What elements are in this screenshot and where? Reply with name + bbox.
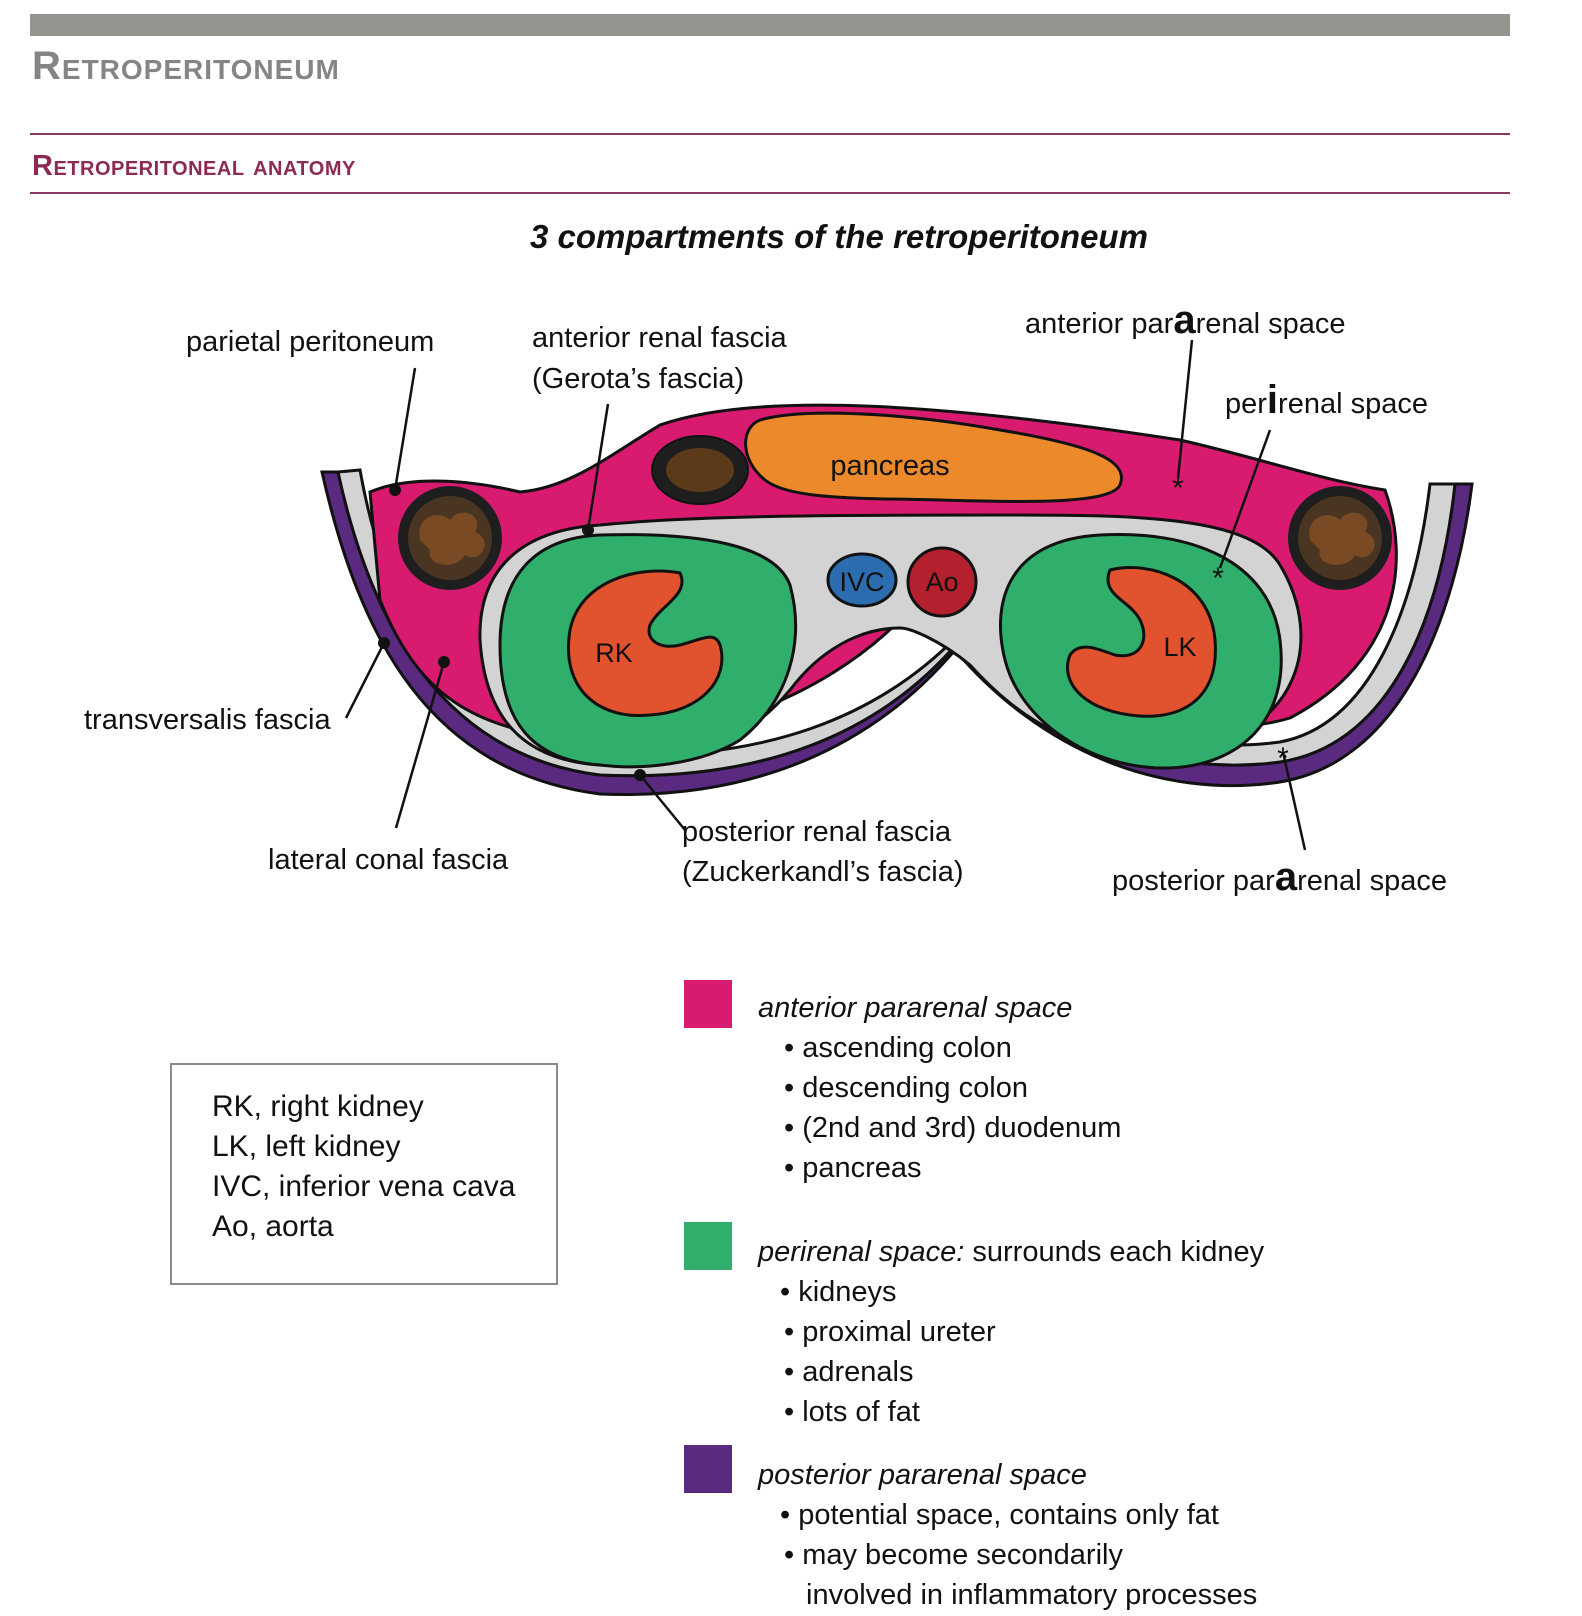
label-posterior-renal-fascia: posterior renal fascia bbox=[682, 816, 952, 848]
pancreas-label: pancreas bbox=[830, 450, 949, 482]
diagram-title: 3 compartments of the retroperitoneum bbox=[530, 218, 1148, 255]
label-parietal-peritoneum: parietal peritoneum bbox=[186, 326, 435, 358]
section-title: Retroperitoneal anatomy bbox=[32, 150, 356, 182]
abbreviation-item: Ao, aorta bbox=[212, 1210, 334, 1243]
header-bar bbox=[30, 14, 1510, 36]
label-perirenal-space: perirenal space bbox=[1225, 378, 1428, 422]
section-rule-bottom bbox=[30, 192, 1510, 194]
descending-colon-contents bbox=[1309, 512, 1375, 565]
left-kidney bbox=[1066, 566, 1217, 718]
legend-item: • kidneys bbox=[780, 1276, 897, 1308]
legend-item: • potential space, contains only fat bbox=[780, 1499, 1219, 1531]
legend-item: • proximal ureter bbox=[784, 1316, 996, 1348]
legend-item: • descending colon bbox=[784, 1072, 1028, 1104]
abbreviation-item: LK, left kidney bbox=[212, 1130, 401, 1163]
rk-label: RK bbox=[595, 638, 633, 668]
legend-item: • (2nd and 3rd) duodenum bbox=[784, 1112, 1122, 1144]
label-gerotas-fascia: (Gerota’s fascia) bbox=[532, 363, 745, 395]
legend-item: • lots of fat bbox=[784, 1396, 920, 1428]
abbreviation-item: RK, right kidney bbox=[212, 1090, 424, 1123]
label-posterior-pararenal-space: posterior pararenal space bbox=[1112, 855, 1447, 899]
svg-text:*: * bbox=[1212, 562, 1224, 595]
label-zuckerkandls-fascia: (Zuckerkandl’s fascia) bbox=[682, 856, 964, 888]
legend-item: • may become secondarily bbox=[784, 1539, 1123, 1571]
pancreas bbox=[744, 411, 1123, 503]
ivc bbox=[826, 552, 898, 608]
legend-item-continuation: involved in inflammatory processes bbox=[806, 1579, 1258, 1611]
section-rule-top bbox=[30, 133, 1510, 135]
legend-title-posterior-pararenal: posterior pararenal space bbox=[758, 1459, 1087, 1491]
ascending-colon-contents bbox=[419, 512, 485, 565]
legend-title-perirenal: perirenal space: surrounds each kidney bbox=[758, 1236, 1265, 1268]
leader-dots bbox=[378, 484, 646, 781]
aorta bbox=[906, 546, 978, 618]
ao-label: Ao bbox=[925, 567, 958, 597]
svg-text:*: * bbox=[1277, 742, 1289, 775]
legend-swatch-posterior-pararenal bbox=[684, 1445, 732, 1493]
lk-label: LK bbox=[1163, 632, 1196, 662]
ivc-label: IVC bbox=[839, 567, 884, 597]
abbreviation-item: IVC, inferior vena cava bbox=[212, 1170, 516, 1203]
leader-lines bbox=[344, 339, 1307, 851]
legend-swatch-anterior-pararenal bbox=[684, 980, 732, 1028]
duodenum-lumen bbox=[666, 448, 734, 492]
page-title: Retroperitoneum bbox=[32, 44, 340, 88]
space-asterisks: * * * bbox=[1172, 472, 1289, 775]
legend-item: • pancreas bbox=[784, 1152, 922, 1184]
legend-item: • adrenals bbox=[784, 1356, 914, 1388]
svg-text:*: * bbox=[1172, 472, 1184, 505]
label-anterior-renal-fascia: anterior renal fascia bbox=[532, 322, 787, 354]
right-kidney bbox=[567, 569, 724, 718]
label-lateral-conal-fascia: lateral conal fascia bbox=[268, 844, 509, 876]
abbreviations-box: RK, right kidney LK, left kidney IVC, in… bbox=[170, 1063, 558, 1285]
legend-item: • ascending colon bbox=[784, 1032, 1012, 1064]
legend-swatch-perirenal bbox=[684, 1222, 732, 1270]
label-anterior-pararenal-space: anterior pararenal space bbox=[1025, 298, 1346, 342]
legend-title-anterior-pararenal: anterior pararenal space bbox=[758, 992, 1073, 1024]
label-transversalis-fascia: transversalis fascia bbox=[84, 704, 331, 736]
